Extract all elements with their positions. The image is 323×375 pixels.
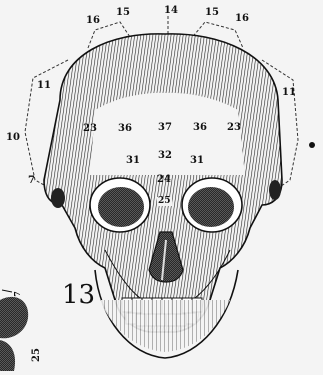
right-orbit-inner: [188, 187, 234, 227]
label-23-right: 23: [227, 123, 241, 133]
label-36-right: 36: [193, 123, 207, 133]
label-31-left: 31: [126, 156, 140, 166]
label-31-right: 31: [190, 156, 204, 166]
left-temporal-mark: [51, 188, 65, 208]
forehead: [90, 93, 245, 175]
label-36-left: 36: [118, 124, 132, 134]
label-10: 10: [6, 133, 20, 143]
label-11-left: 11: [37, 81, 51, 91]
label-24: 24: [157, 175, 171, 185]
label-23-left: 23: [83, 124, 97, 134]
label-32: 32: [158, 151, 172, 161]
figure-number: 13: [62, 282, 95, 308]
label-15-right: 15: [205, 8, 219, 18]
label-16-left: 16: [86, 16, 100, 26]
left-orbit-inner: [98, 187, 144, 227]
label-15-left: 15: [116, 8, 130, 18]
label-14: 14: [164, 6, 178, 16]
label-25-lower: 25: [32, 348, 42, 362]
label-7-lower: 7: [13, 291, 21, 297]
label-11-right: 11: [282, 88, 296, 98]
label-16-right: 16: [235, 14, 249, 24]
label-37: 37: [158, 123, 172, 133]
label-25: 25: [157, 197, 172, 206]
label-7-left: 7: [28, 176, 35, 186]
right-temporal-mark: [269, 180, 281, 200]
vertebra-fragment: [0, 290, 28, 371]
